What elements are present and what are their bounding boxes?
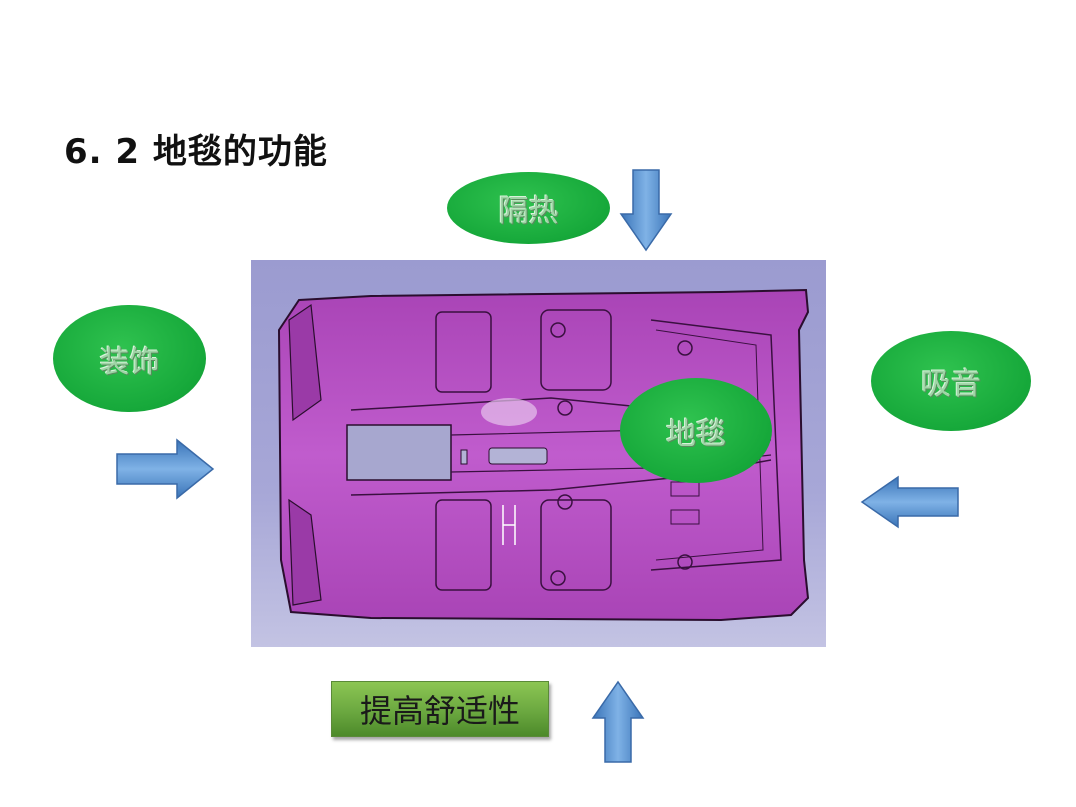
carpet-label: 地毯 bbox=[666, 416, 726, 452]
heat-insulation-label: 隔热 bbox=[498, 194, 559, 229]
sound-absorption-ellipse: 吸音 bbox=[871, 331, 1031, 431]
heat-insulation-ellipse: 隔热 bbox=[447, 172, 610, 244]
sound-absorption-label: 吸音 bbox=[921, 367, 981, 402]
arrow-left-icon bbox=[860, 475, 959, 529]
comfort-label: 提高舒适性 bbox=[359, 692, 520, 730]
arrow-up-icon bbox=[591, 680, 645, 763]
comfort-box: 提高舒适性 bbox=[331, 681, 549, 737]
decoration-label: 装饰 bbox=[99, 344, 160, 380]
arrow-right-icon bbox=[116, 438, 215, 500]
decoration-ellipse: 装饰 bbox=[53, 305, 206, 412]
arrow-down-icon bbox=[619, 169, 673, 252]
slide-title: 6. 2 地毯的功能 bbox=[64, 132, 328, 172]
carpet-ellipse: 地毯 bbox=[620, 378, 772, 483]
carpet-shape bbox=[277, 288, 810, 622]
